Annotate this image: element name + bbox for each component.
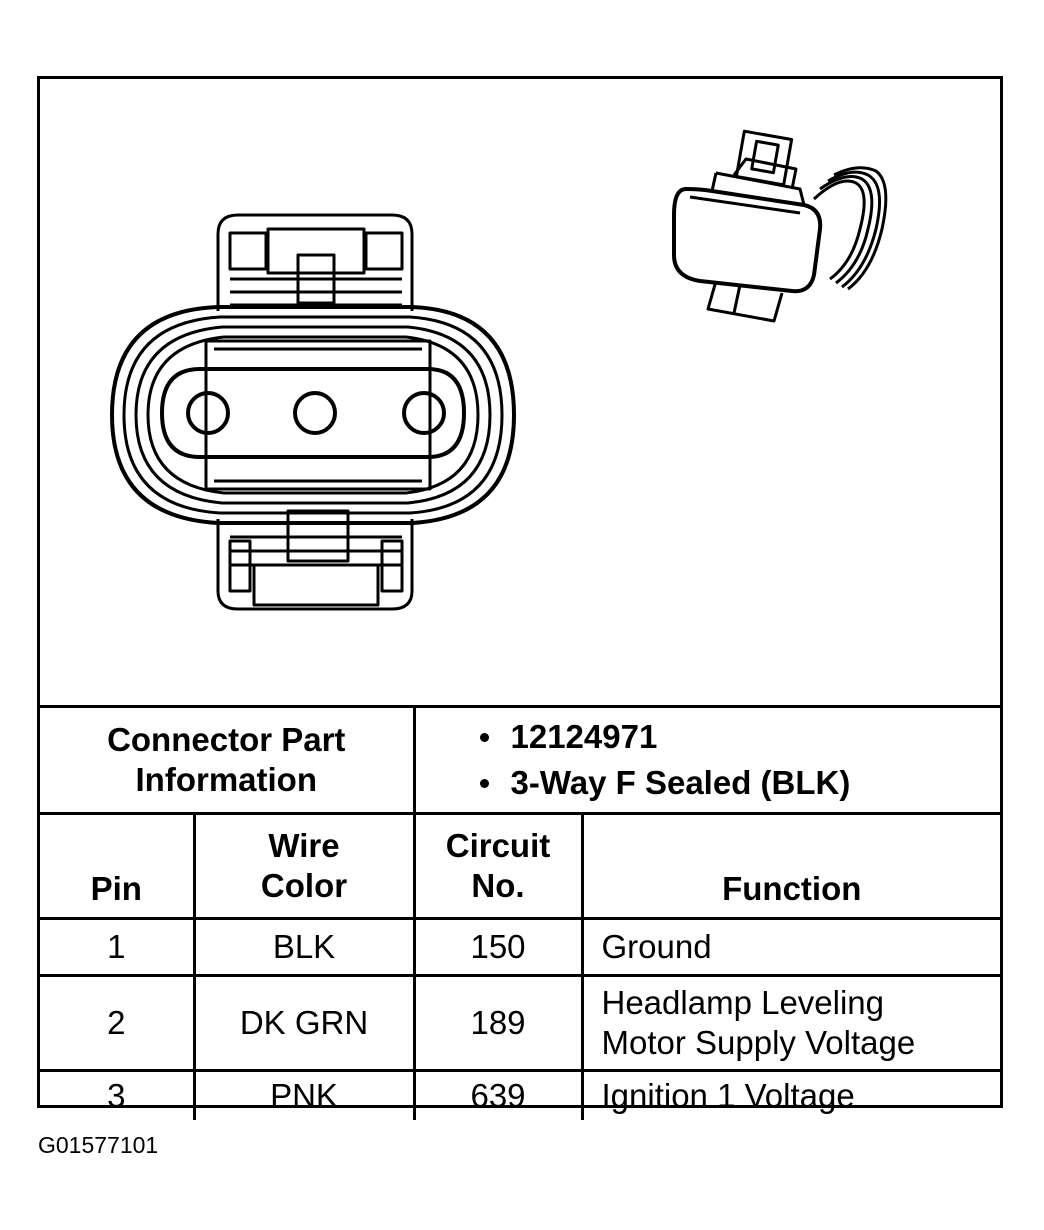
function-cell: Ignition 1 Voltage (580, 1069, 1000, 1120)
header-function: Function (580, 812, 1000, 920)
connector-info-label-line1: Connector Part (107, 721, 346, 758)
header-function-label: Function (722, 870, 862, 907)
pin-cell: 1 (40, 917, 196, 977)
table-header-row: Pin Wire Color Circuit No. Function (40, 812, 1000, 920)
circuit-cell: 639 (412, 1069, 584, 1120)
pin-cell: 3 (40, 1069, 196, 1120)
connector-isometric-icon (672, 129, 888, 323)
function-cell: Ground (580, 917, 1000, 977)
header-wire-color: Wire Color (192, 812, 416, 920)
part-number-item: 12124971 (476, 714, 1001, 760)
wire-color-cell: DK GRN (192, 974, 416, 1072)
connector-description: 3-Way F Sealed (BLK) (510, 764, 851, 801)
part-number: 12124971 (510, 718, 658, 755)
function-line1: Ignition 1 Voltage (601, 1077, 855, 1114)
figure-id: G01577101 (38, 1132, 159, 1158)
wire-color-cell: BLK (192, 917, 416, 977)
table-row: 3 PNK 639 Ignition 1 Voltage (40, 1069, 1000, 1120)
header-wire-color-line2: Color (260, 867, 348, 904)
connector-info-label: Connector Part Information (40, 708, 416, 815)
function-line1: Headlamp Leveling (601, 984, 885, 1021)
header-pin: Pin (40, 812, 196, 920)
header-wire-color-line1: Wire (268, 827, 340, 864)
connector-face-icon (110, 129, 888, 611)
bullet-icon (479, 778, 489, 788)
header-circuit-line1: Circuit (445, 827, 551, 864)
function-cell: Headlamp Leveling Motor Supply Voltage (580, 974, 1000, 1072)
circuit-cell: 150 (412, 917, 584, 977)
header-circuit: Circuit No. (412, 812, 584, 920)
wire-color-cell: PNK (192, 1069, 416, 1120)
connector-info-label-line2: Information (135, 761, 317, 798)
bullet-icon (479, 732, 489, 742)
circuit-cell: 189 (412, 974, 584, 1072)
function-line2: Motor Supply Voltage (601, 1024, 916, 1061)
connector-sheet: Connector Part Information 12124971 3-Wa… (37, 76, 1003, 1120)
pin-cell: 2 (40, 974, 196, 1072)
connector-info-row: Connector Part Information 12124971 3-Wa… (40, 708, 1001, 815)
header-pin-label: Pin (90, 870, 142, 907)
table-row: 1 BLK 150 Ground (40, 917, 1000, 977)
connector-info-values: 12124971 3-Way F Sealed (BLK) (412, 708, 1001, 815)
connector-figure (40, 79, 1000, 708)
pinout-table: Connector Part Information 12124971 3-Wa… (40, 708, 1000, 1120)
table-row: 2 DK GRN 189 Headlamp Leveling Motor Sup… (40, 974, 1000, 1072)
header-circuit-line2: No. (471, 867, 525, 904)
connector-description-item: 3-Way F Sealed (BLK) (476, 760, 1001, 806)
function-line1: Ground (601, 928, 712, 965)
